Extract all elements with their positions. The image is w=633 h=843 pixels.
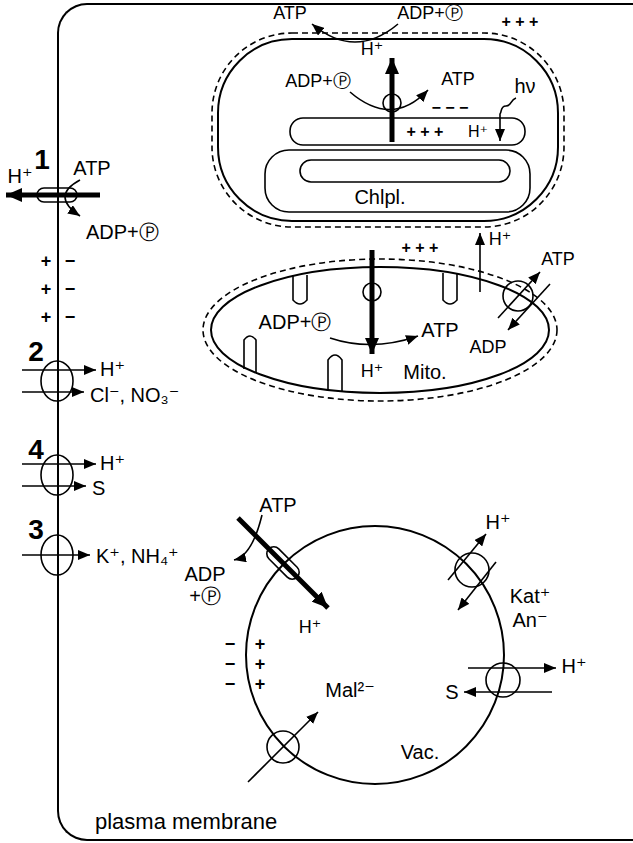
chloroplast: Chlpl.: [211, 32, 565, 228]
charge-sign: + + +: [407, 123, 444, 141]
ion-label: H⁺: [468, 123, 488, 141]
charge-sign: +: [41, 252, 52, 272]
ion-label: H⁺: [361, 40, 384, 60]
charge-sign: +: [41, 308, 52, 328]
ion-label: An⁻: [512, 609, 547, 631]
charge-sign: −: [225, 655, 236, 675]
organelle-label: Chlpl.: [354, 186, 405, 208]
charge-sign: −: [65, 280, 76, 300]
ion-label: ADP +Ⓟ: [181, 563, 229, 607]
ion-label: H⁺: [299, 618, 322, 638]
organelle-label: Vac.: [401, 741, 440, 763]
organelle-label: plasma membrane: [95, 810, 277, 834]
organelle-label: Mito.: [403, 361, 446, 383]
ion-label: ATP: [273, 4, 307, 24]
ion-label: ADP: [469, 338, 506, 358]
vac-outline: [245, 525, 505, 785]
ion-label: H⁺: [562, 655, 587, 677]
cell-outline: plasma membrane Chlpl. Mito. Vac.: [57, 3, 633, 841]
light-label: hν: [514, 75, 535, 97]
ion-label: ATP: [73, 157, 110, 179]
ion-label: ATP: [421, 319, 458, 341]
vacuole: Vac.: [245, 525, 505, 785]
charge-sign: +: [255, 675, 266, 695]
ion-label: H⁺: [100, 452, 125, 474]
callout-number: 2: [28, 337, 44, 368]
ion-label: H⁺: [361, 362, 384, 382]
ion-label: ADP+Ⓟ: [259, 311, 332, 333]
ion-label: ADP+Ⓟ: [397, 4, 463, 24]
ion-label: ADP+Ⓟ: [285, 72, 351, 92]
ion-label: ATP: [441, 70, 475, 90]
charge-sign: −: [65, 308, 76, 328]
charge-sign: − − −: [432, 99, 469, 117]
ion-label: S: [92, 477, 105, 499]
ion-label: H⁺: [486, 511, 511, 533]
charge-sign: −: [225, 675, 236, 695]
ion-label: ADP+Ⓟ: [86, 221, 159, 243]
charge-sign: +: [255, 635, 266, 655]
ion-label: Cl⁻, NO₃⁻: [90, 384, 179, 406]
ion-label: H⁺: [100, 358, 125, 380]
ion-label: Kat⁺: [510, 585, 551, 607]
ion-label: S: [445, 681, 458, 703]
charge-sign: −: [225, 635, 236, 655]
charge-sign: −: [65, 252, 76, 272]
ion-label: K⁺, NH₄⁺: [96, 545, 179, 567]
charge-sign: +: [255, 655, 266, 675]
ion-label: ATP: [259, 494, 296, 516]
ion-label: Mal²⁻: [325, 679, 374, 701]
callout-number: 3: [28, 515, 44, 546]
callout-number: 4: [28, 435, 44, 466]
charge-sign: +: [41, 280, 52, 300]
ion-label: ATP: [541, 250, 575, 270]
ion-label: H⁺: [489, 230, 512, 250]
ion-label: H⁺: [8, 165, 33, 187]
callout-number: 1: [34, 145, 50, 176]
charge-sign: + + +: [502, 13, 539, 31]
charge-sign: + + +: [402, 239, 439, 257]
